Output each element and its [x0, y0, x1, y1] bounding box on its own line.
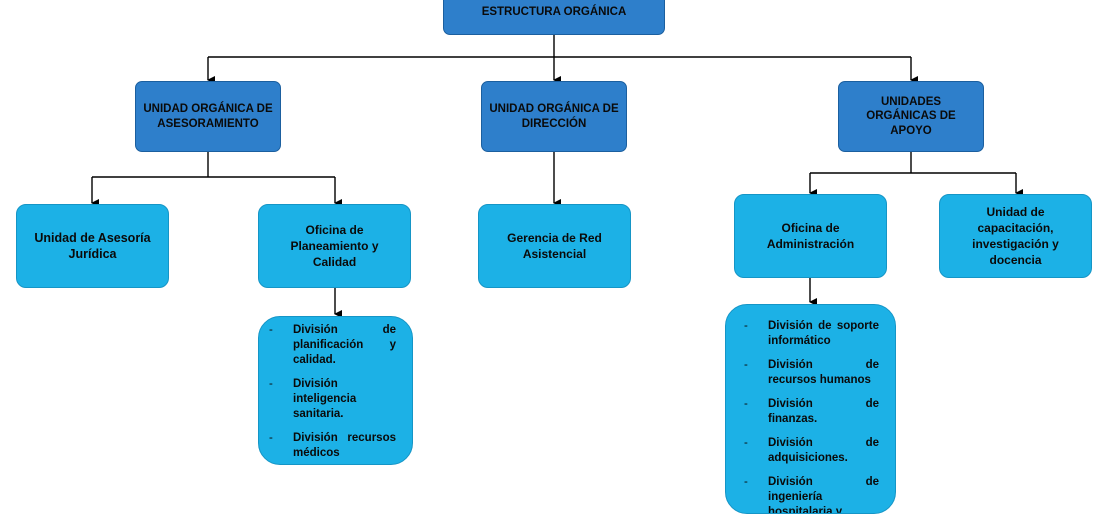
root-title: ESTRUCTURA ORGÁNICA — [481, 6, 627, 19]
list-item: División de soporte informático — [738, 319, 879, 349]
administracion-divisions-list: División de soporte informático División… — [725, 304, 896, 514]
capacitacion-label: Unidad de capacitación, investigación y … — [972, 205, 1059, 267]
root-box: ESTRUCTURA ORGÁNICA — [443, 0, 665, 35]
capacitacion-box: Unidad de capacitación, investigación y … — [939, 194, 1092, 278]
administracion-label: Oficina de Administración — [766, 221, 855, 251]
asesoria-juridica-box: Unidad de Asesoría Jurídica — [16, 204, 169, 288]
red-asistencial-box: Gerencia de Red Asistencial — [478, 204, 631, 288]
list-item: División de finanzas. — [738, 397, 879, 427]
unidad-direccion-label: UNIDAD ORGÁNICA DE DIRECCIÓN — [489, 103, 619, 130]
planeamiento-divisions-list: División de planificación y calidad. Div… — [258, 316, 413, 465]
unidad-asesoramiento-box: UNIDAD ORGÁNICA DE ASESORAMIENTO — [135, 81, 281, 152]
list-item: División de adquisiciones. — [738, 436, 879, 466]
unidades-apoyo-box: UNIDADES ORGÁNICAS DE APOYO — [838, 81, 984, 152]
planeamiento-calidad-label: Oficina de Planeamiento y Calidad — [290, 223, 379, 269]
unidad-direccion-box: UNIDAD ORGÁNICA DE DIRECCIÓN — [481, 81, 627, 152]
planeamiento-calidad-box: Oficina de Planeamiento y Calidad — [258, 204, 411, 288]
list-item: División de ingeniería hospitalaria y — [738, 475, 879, 513]
list-item: División de planificación y calidad. — [263, 323, 396, 368]
connector-lines — [91, 35, 1023, 318]
list-item: División de recursos humanos — [738, 358, 879, 388]
list-item: División inteligencia sanitaria. — [263, 377, 396, 422]
unidades-apoyo-label: UNIDADES ORGÁNICAS DE APOYO — [866, 95, 956, 137]
asesoria-juridica-label: Unidad de Asesoría Jurídica — [34, 231, 151, 261]
administracion-box: Oficina de Administración — [734, 194, 887, 278]
list-item: División recursos médicos — [263, 431, 396, 461]
unidad-asesoramiento-label: UNIDAD ORGÁNICA DE ASESORAMIENTO — [143, 103, 273, 130]
red-asistencial-label: Gerencia de Red Asistencial — [507, 231, 602, 261]
